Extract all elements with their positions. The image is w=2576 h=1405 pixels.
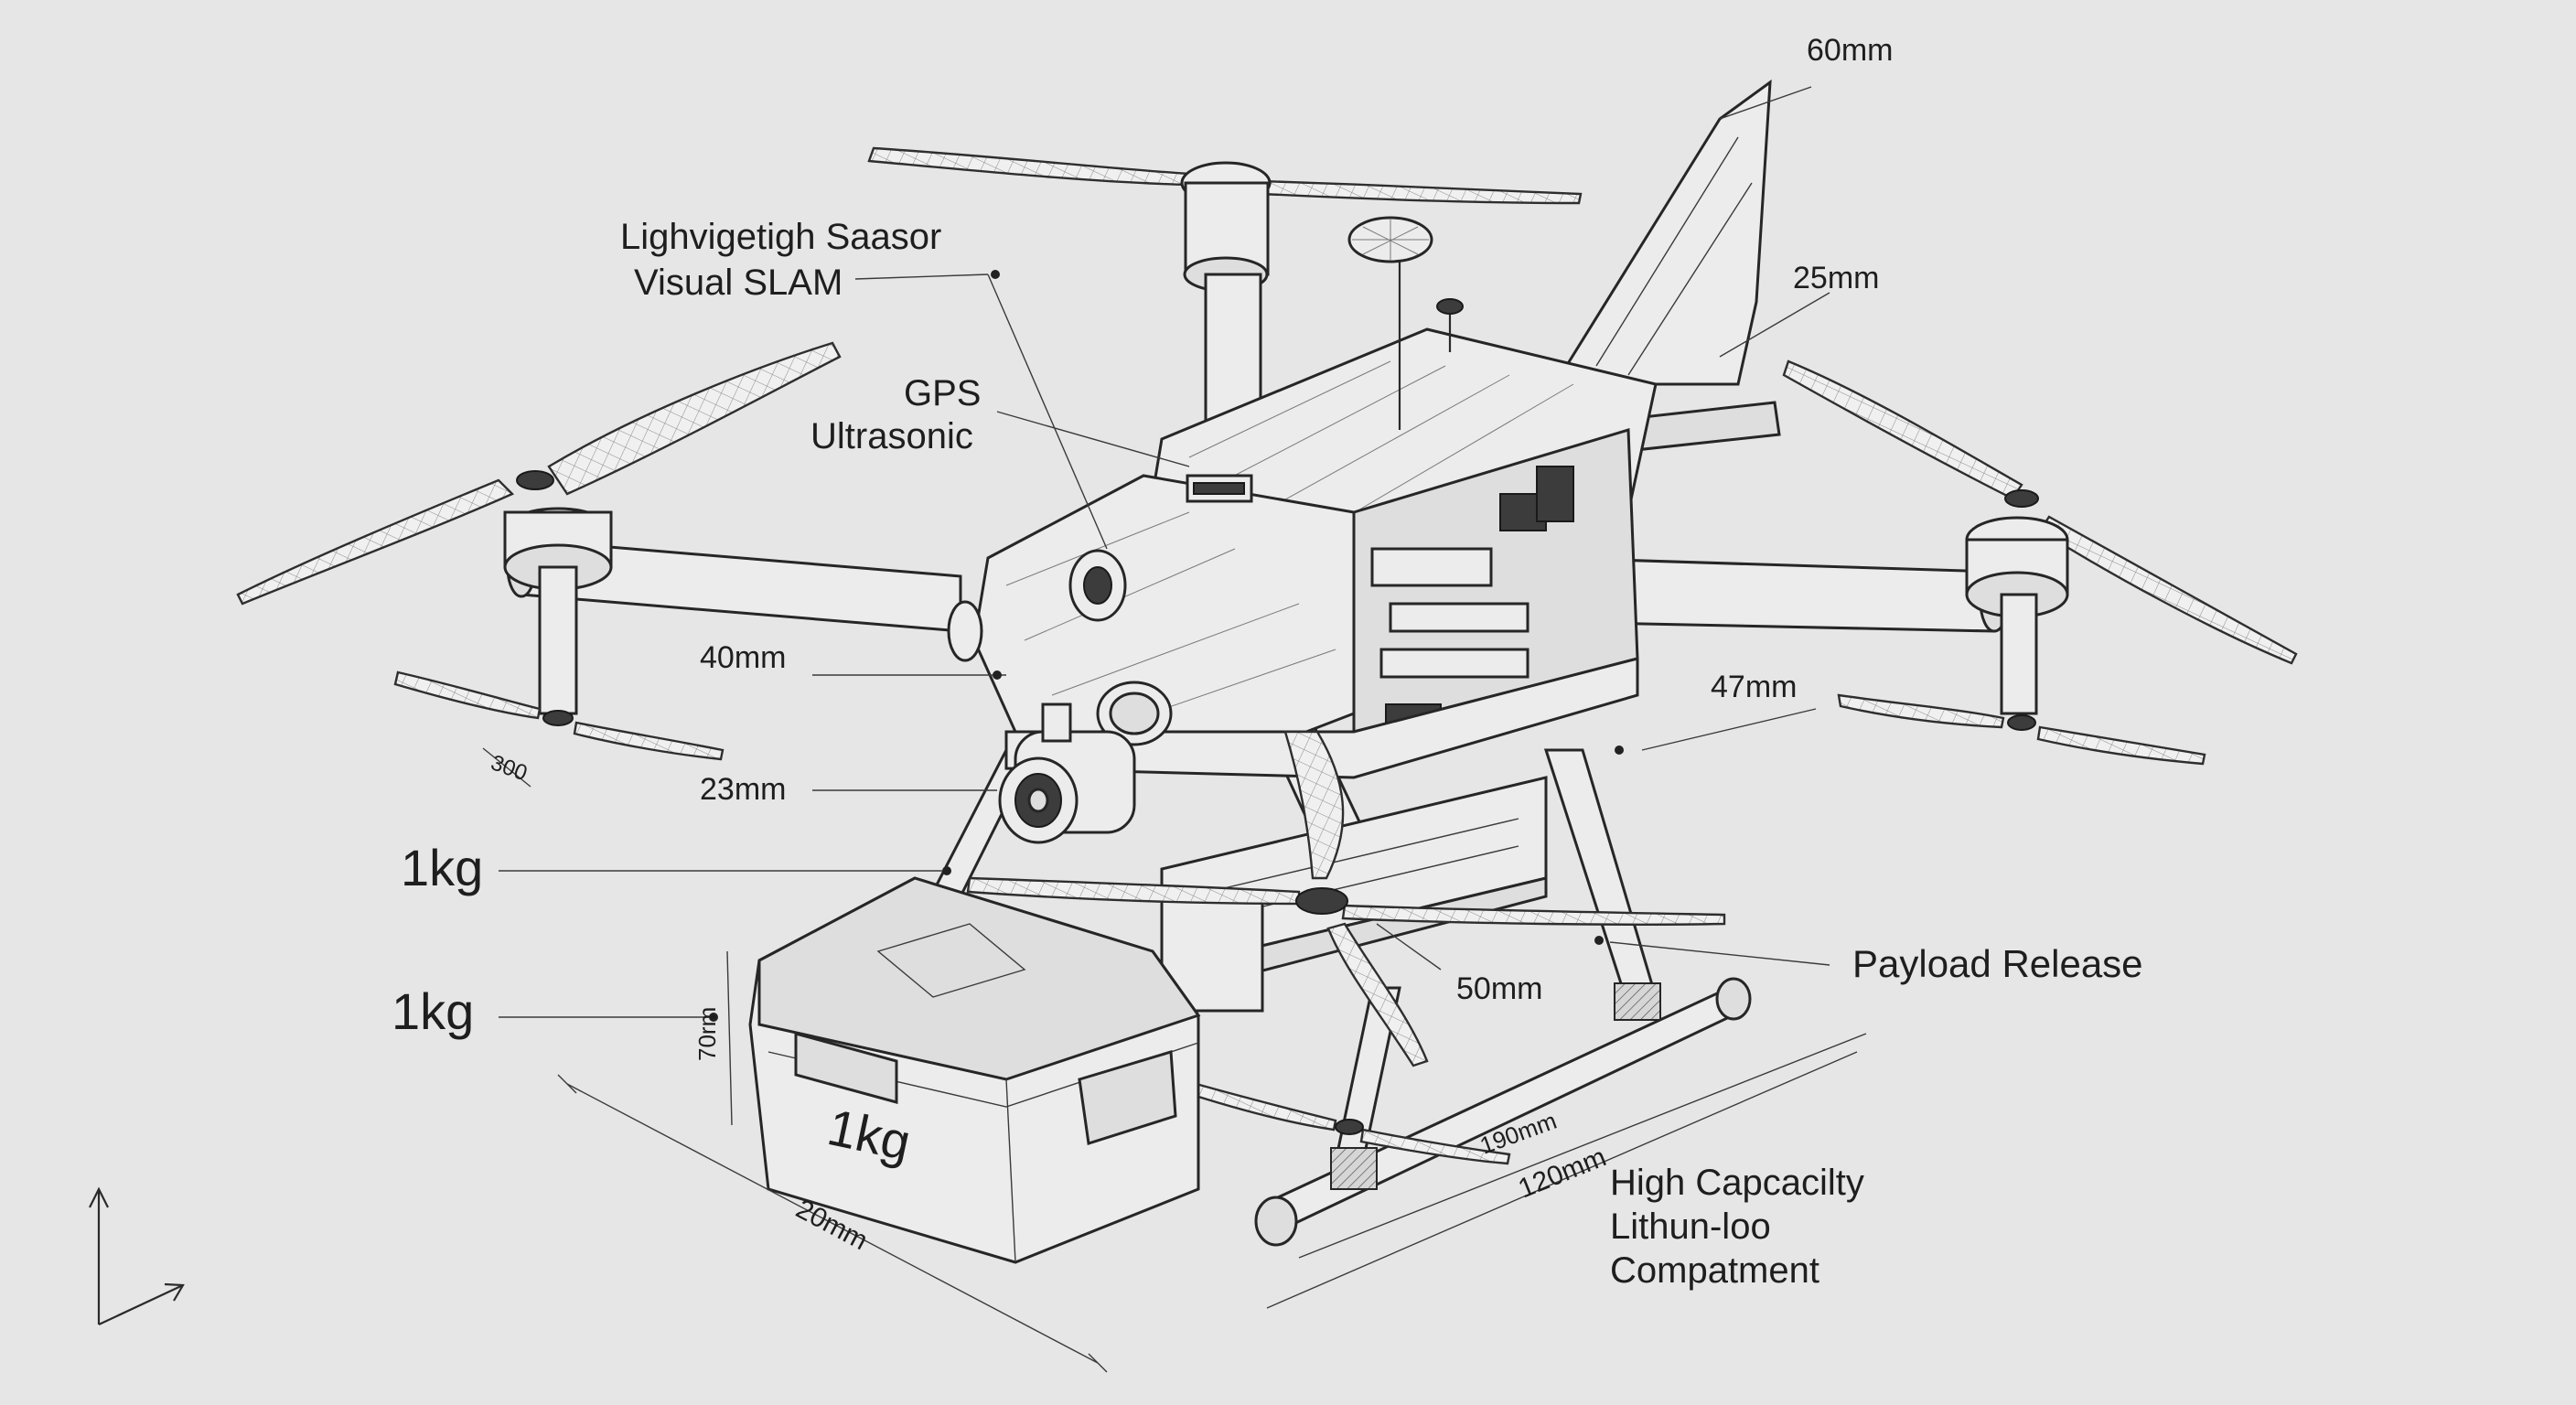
- weight-label-b: 1kg: [392, 982, 474, 1040]
- tail-fin: [1552, 79, 1781, 455]
- gimbal-camera: [998, 702, 1136, 844]
- ultrasonic-label: Ultrasonic: [810, 416, 973, 456]
- gps-label: GPS: [904, 373, 981, 413]
- sensor-label-line1: Lighvigetigh Saasor: [620, 217, 941, 257]
- sensor-label-line2: Visual SLAM: [634, 263, 843, 303]
- dim-50mm-label: 50mm: [1456, 971, 1542, 1006]
- battery-label-line3: Compatment: [1610, 1250, 1819, 1291]
- leader-lines: [482, 86, 1867, 1373]
- landing-gear: [930, 748, 1752, 1247]
- gps-antenna: [1347, 216, 1464, 430]
- battery-label-line2: Lithun-loo: [1610, 1207, 1771, 1247]
- callout-labels: Lighvigetigh Saasor Visual SLAM GPS Ultr…: [392, 33, 2143, 1291]
- dim-120mm-label: 120mm: [1514, 1142, 1610, 1204]
- battery-label-line1: High Capcacilty: [1610, 1163, 1864, 1203]
- dim-47mm-label: 47mm: [1711, 670, 1797, 704]
- front-cameras: [947, 549, 1173, 746]
- payload-box: [748, 876, 1201, 1264]
- rear-propeller: [867, 146, 1583, 423]
- front-propeller: [966, 730, 1726, 1165]
- weight-label-a: 1kg: [401, 839, 483, 896]
- dim-40mm-label: 40mm: [700, 640, 786, 675]
- axis-indicator-icon: [89, 1186, 185, 1325]
- dim-25mm-label: 25mm: [1793, 261, 1879, 295]
- right-propeller: [1782, 359, 2298, 766]
- dim-70-label: 70rm: [693, 1007, 721, 1061]
- drone-main-body: [972, 327, 1658, 779]
- dim-23mm-label: 23mm: [700, 772, 786, 807]
- left-propeller: [236, 341, 842, 761]
- payload-release-label: Payload Release: [1852, 942, 2143, 985]
- dim-60mm-label: 60mm: [1807, 33, 1893, 68]
